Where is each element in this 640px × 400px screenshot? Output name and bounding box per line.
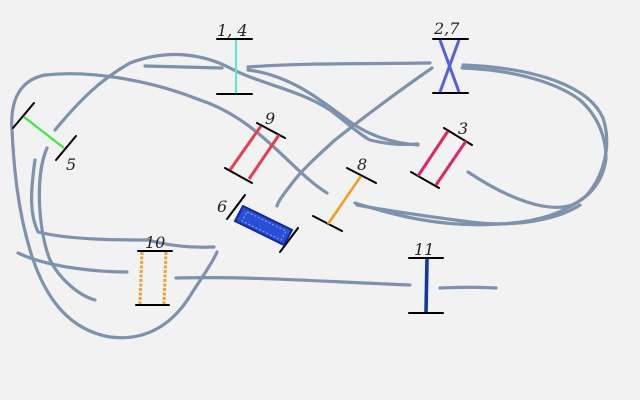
curve-strand-diagonal: [275, 66, 434, 208]
crossing-6: 6: [217, 194, 299, 253]
crossing-9-bottom-bar: [224, 167, 253, 184]
crossing-2-7: 2,7: [432, 19, 469, 94]
curve-strand-center-wave: [246, 68, 420, 147]
crossing-5-top-bar: [12, 102, 35, 129]
crossing-5-strand: [23, 116, 65, 149]
crossing-5-bottom-bar: [55, 135, 77, 161]
crossing-10: 10: [135, 233, 173, 306]
label-6: 6: [217, 197, 227, 216]
curve-strand-lower: [37, 146, 97, 302]
label-8: 8: [357, 155, 367, 174]
label-9: 9: [265, 109, 275, 128]
crossing-6-strand-highlight: [241, 211, 287, 241]
curve-strand-left-row: [16, 251, 129, 274]
curve-strand-left-arc: [29, 158, 150, 242]
crossing-11: 11: [408, 240, 444, 314]
crossing-6-top-bar: [226, 194, 246, 220]
crossing-6-strand: [233, 204, 294, 247]
crossing-8-top-bar: [346, 167, 377, 184]
label-10: 10: [145, 233, 165, 252]
crossing-11-strand: [424, 258, 429, 313]
label-2-7: 2,7: [433, 19, 460, 38]
crossing-9-strand-b: [247, 134, 281, 180]
crossing-2-7-strand-b: [438, 39, 461, 93]
crossing-3-bottom-bar: [410, 171, 440, 189]
crossing-3-top-bar: [443, 127, 473, 146]
label-11: 11: [414, 240, 434, 259]
crossing-10-strand-a: [138, 251, 144, 305]
label-3: 3: [458, 119, 468, 138]
label-5: 5: [66, 155, 76, 174]
crossing-3-strand-b: [434, 140, 468, 186]
crossing-10-strand-b: [162, 251, 168, 305]
curve-strand-upper-right: [460, 66, 608, 209]
crossing-9-strand-a: [228, 125, 263, 171]
curve-strands: [10, 52, 609, 340]
crossing-3-strand-a: [416, 130, 450, 177]
curve-strand-main: [10, 61, 609, 340]
crossing-1-4: 1, 4: [216, 21, 253, 95]
crossing-5: 5: [12, 102, 77, 174]
label-1-4: 1, 4: [217, 21, 248, 40]
crossing-8: 8: [312, 155, 377, 232]
crossing-9: 9: [224, 109, 286, 184]
curve-strand-inner-loop: [53, 52, 420, 147]
crossing-8-strand: [326, 175, 363, 225]
curve-strand-right-tail: [438, 285, 498, 290]
curve-strand-mid-row: [174, 276, 412, 287]
curve-strand-left-mid: [146, 238, 216, 249]
crossing-3: 3: [410, 119, 473, 189]
curve-strand-bottom-right: [355, 203, 582, 226]
crossing-9-top-bar: [256, 122, 286, 139]
crossing-6-bottom-bar: [279, 227, 299, 253]
